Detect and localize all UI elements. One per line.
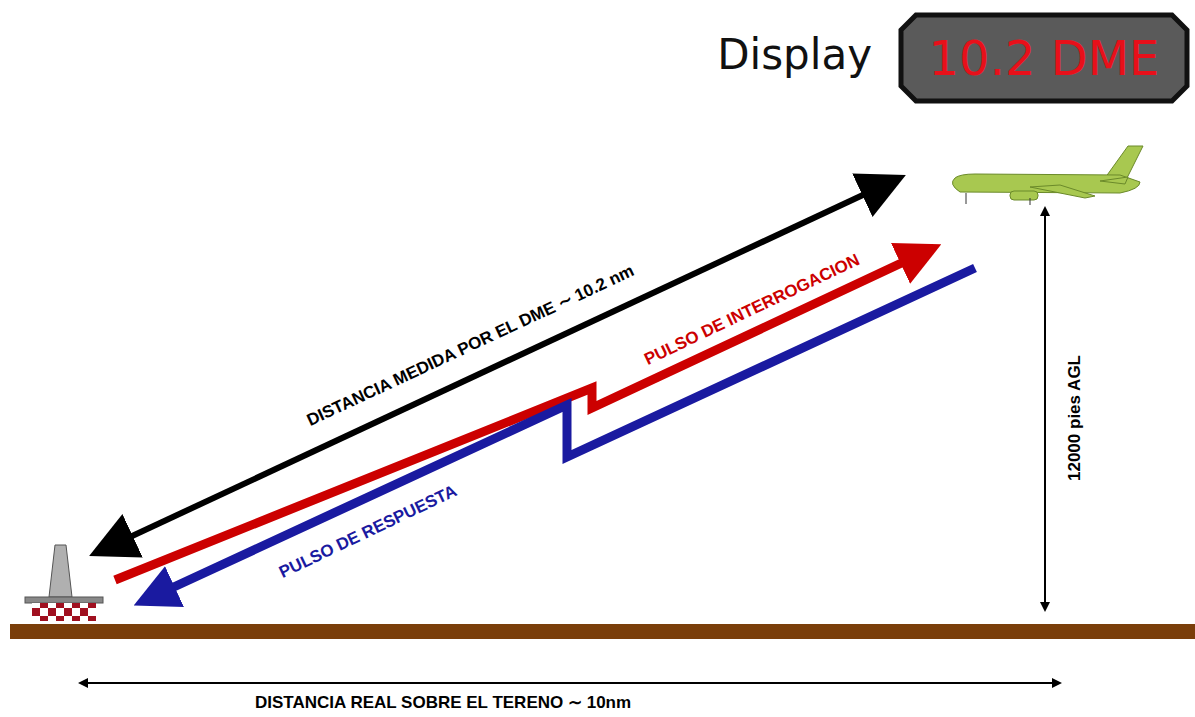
ground-distance-arrow (80, 682, 1060, 684)
slant-range-label: DISTANCIA MEDIDA POR EL DME ∼ 10.2 nm (303, 260, 637, 431)
interrogation-label: PULSO DE INTERROGACION (641, 250, 863, 370)
altitude-arrow (1044, 208, 1046, 610)
interrogation-pulse (115, 252, 925, 580)
altitude-label: 12000 pies AGL (1065, 352, 1085, 484)
reply-pulse (150, 268, 975, 598)
ground (10, 624, 1195, 639)
ground-distance-label: DISTANCIA REAL SOBRE EL TERENO ∼ 10nm (252, 692, 634, 713)
display-heading: Display (717, 30, 872, 79)
display-panel: Display10.2 DME (898, 12, 1190, 104)
display-readout: 10.2 DME (929, 30, 1160, 86)
slant-range-arrow (100, 180, 895, 551)
aircraft (952, 146, 1143, 205)
ground-station (25, 545, 103, 621)
